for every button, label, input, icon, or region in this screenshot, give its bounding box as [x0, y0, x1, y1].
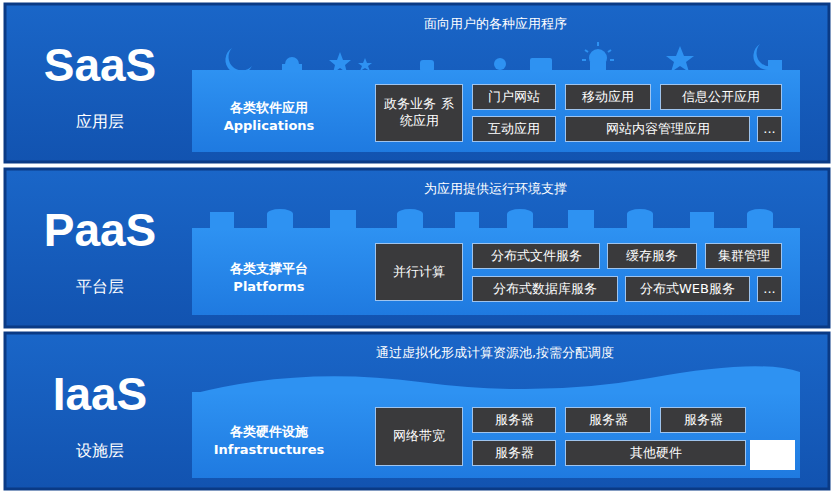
panel-label: 各类硬件设施 Infrastructures — [210, 423, 328, 458]
component-box: 互动应用 — [472, 116, 556, 142]
layer-description: 为应用提供运行环境支撑 — [275, 181, 715, 197]
component-box: ... — [757, 276, 782, 302]
component-label: 分布式数据库服务 — [493, 281, 597, 298]
component-box: 分布式WEB服务 — [625, 276, 750, 302]
component-label: 分布式文件服务 — [491, 248, 582, 265]
layer-band: SaaS 应用层 面向用户的各种应用程序各类软件应用 Applications 政务业… — [5, 4, 829, 162]
component-box: 缓存服务 — [607, 243, 697, 269]
component-label: 门户网站 — [488, 89, 540, 106]
component-box: 门户网站 — [472, 84, 556, 110]
component-box: 网站内容管理应用 — [565, 116, 750, 142]
component-label: 网络带宽 — [393, 428, 445, 445]
component-label: 互动应用 — [488, 121, 540, 138]
component-label: 信息公开应用 — [682, 89, 760, 106]
layer-name: 设施层 — [20, 441, 180, 460]
band-fill — [5, 4, 829, 162]
component-label: 服务器 — [684, 412, 723, 429]
component-label: 集群管理 — [718, 248, 770, 265]
component-label: 移动应用 — [582, 89, 634, 106]
component-box: 分布式文件服务 — [472, 243, 600, 269]
component-label: 服务器 — [495, 445, 534, 462]
panel-label: 各类支撑平台 Platforms — [210, 260, 328, 295]
component-label: 网站内容管理应用 — [606, 121, 710, 138]
component-box: ... — [757, 116, 782, 142]
layer-panel: 各类硬件设施 Infrastructures网络带宽服务器服务器服务器服务器其他… — [192, 392, 800, 478]
layer-panel: 各类支撑平台 Platforms 并行计算 分布式文件服务 缓存服务 集群管理分布式数据… — [192, 228, 800, 315]
component-box: 分布式数据库服务 — [472, 276, 618, 302]
cover-patch — [750, 440, 795, 470]
component-box: 服务器 — [472, 440, 556, 466]
layer-name: 应用层 — [20, 112, 180, 131]
component-box: 移动应用 — [565, 84, 651, 110]
layer-description: 通过虚拟化形成计算资源池,按需分配调度 — [275, 345, 715, 361]
component-box: 信息公开应用 — [660, 84, 782, 110]
sky-silhouette — [192, 42, 800, 152]
component-label: 其他硬件 — [630, 445, 682, 462]
component-label: 政务业务 系统应用 — [380, 96, 458, 130]
component-label: 服务器 — [589, 412, 628, 429]
component-label: ... — [763, 281, 775, 298]
layer-acronym: IaaS — [20, 369, 180, 420]
layer-name: 平台层 — [20, 277, 180, 296]
band-fill — [5, 169, 829, 327]
component-label: 分布式WEB服务 — [640, 281, 735, 298]
component-box: 服务器 — [565, 407, 651, 433]
component-label: ... — [763, 121, 775, 138]
layer-band: PaaS平台层为应用提供运行环境支撑各类支撑平台 Platforms并行计算分布… — [5, 169, 829, 327]
component-label: 缓存服务 — [626, 248, 678, 265]
component-box: 网络带宽 — [375, 407, 463, 466]
band-fill — [5, 333, 829, 489]
platform-silhouette — [192, 209, 800, 315]
layer-panel: 各类软件应用 Applications 政务业务 系统应用 门户网站 移动应用 信息公开… — [192, 70, 800, 152]
component-label: 服务器 — [495, 412, 534, 429]
component-box: 服务器 — [472, 407, 556, 433]
wave-silhouette — [192, 366, 800, 478]
layer-acronym: SaaS — [20, 40, 180, 91]
component-box: 并行计算 — [375, 243, 463, 301]
layer-description: 面向用户的各种应用程序 — [275, 16, 715, 32]
component-box: 政务业务 系统应用 — [375, 84, 463, 142]
layer-acronym: PaaS — [20, 205, 180, 256]
component-label: 并行计算 — [393, 264, 445, 281]
layer-band: IaaS 设施层 通过虚拟化形成计算资源池,按需分配调度各类硬件设施 Infrast… — [5, 333, 829, 489]
component-box: 其他硬件 — [565, 440, 746, 466]
component-box: 服务器 — [660, 407, 746, 433]
panel-label: 各类软件应用 Applications — [210, 99, 328, 134]
component-box: 集群管理 — [705, 243, 782, 269]
